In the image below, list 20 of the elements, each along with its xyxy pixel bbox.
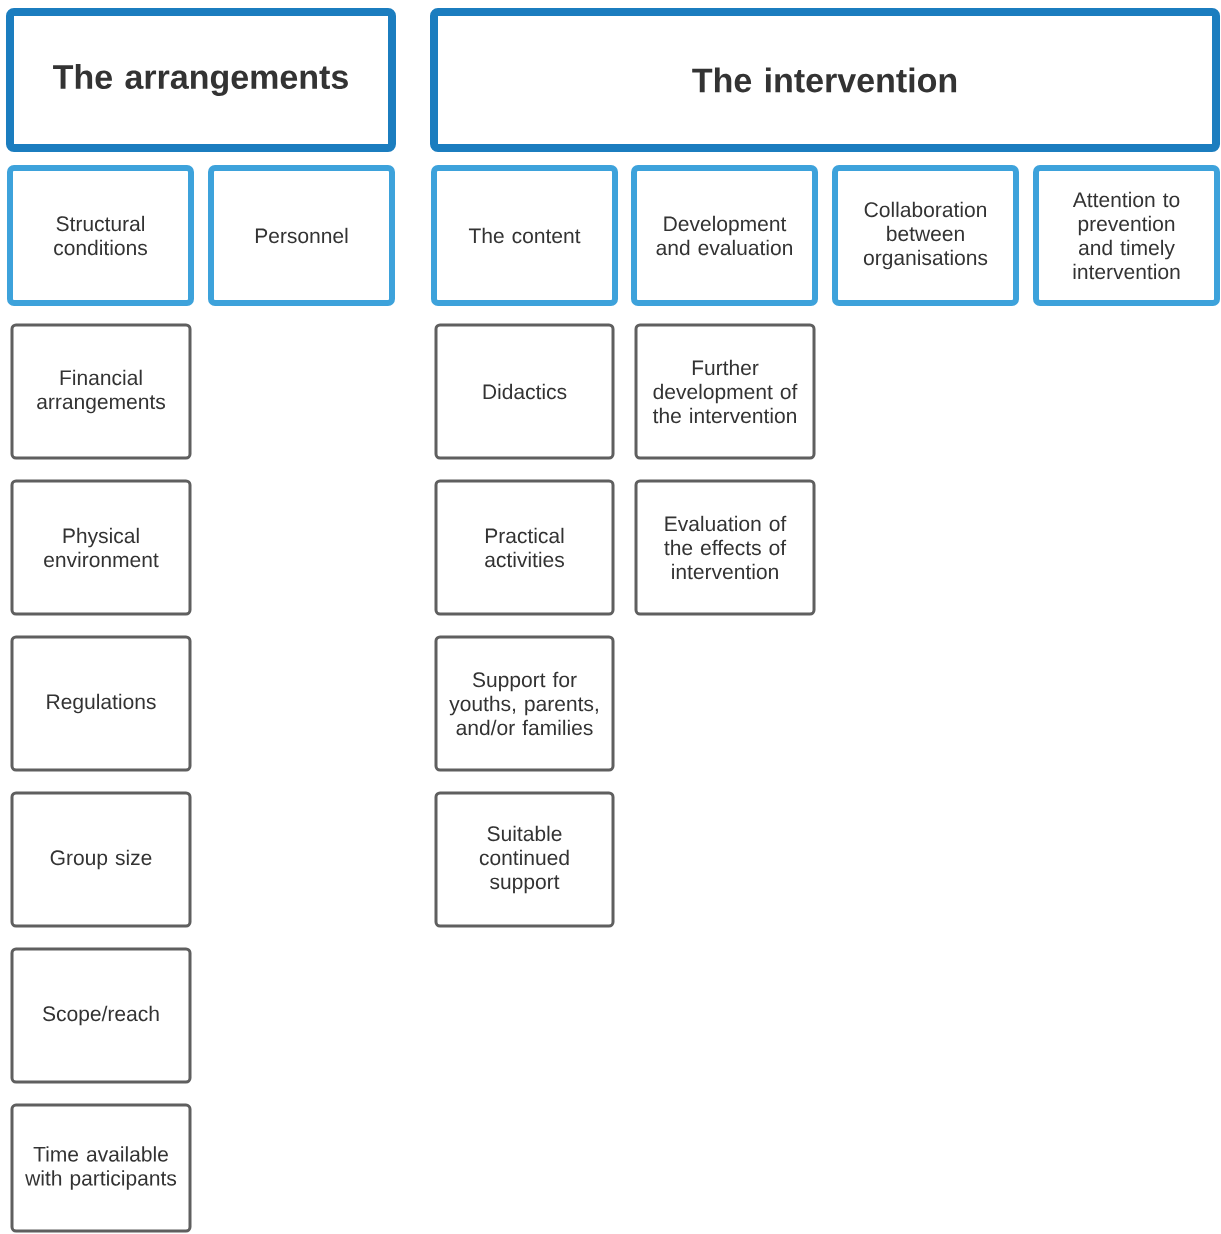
- category-box: Attention to prevention and timely intervention: [1033, 165, 1220, 306]
- category-box: Collaboration between organisations: [832, 165, 1019, 306]
- item-box: Time available with participants: [10, 1103, 192, 1233]
- item-box: Financial arrangements: [10, 323, 192, 460]
- item-box: Suitable continued support: [434, 791, 615, 928]
- category-box: Personnel: [208, 165, 395, 306]
- item-box: Didactics: [434, 323, 615, 460]
- item-box: Regulations: [10, 635, 192, 772]
- item-box: Practical activities: [434, 479, 615, 616]
- section-header-box: The intervention: [430, 8, 1220, 152]
- category-box: The content: [431, 165, 618, 306]
- item-box: Scope/reach: [10, 947, 192, 1084]
- item-box: Group size: [10, 791, 192, 928]
- category-box: Structural conditions: [7, 165, 194, 306]
- item-box: Physical environment: [10, 479, 192, 616]
- section-header-box: The arrangements: [6, 8, 396, 152]
- item-box: Evaluation of the effects of intervention: [634, 479, 816, 616]
- item-box: Support for youths, parents, and/or families: [434, 635, 615, 772]
- item-box: Further development of the intervention: [634, 323, 816, 460]
- category-box: Development and evaluation: [631, 165, 818, 306]
